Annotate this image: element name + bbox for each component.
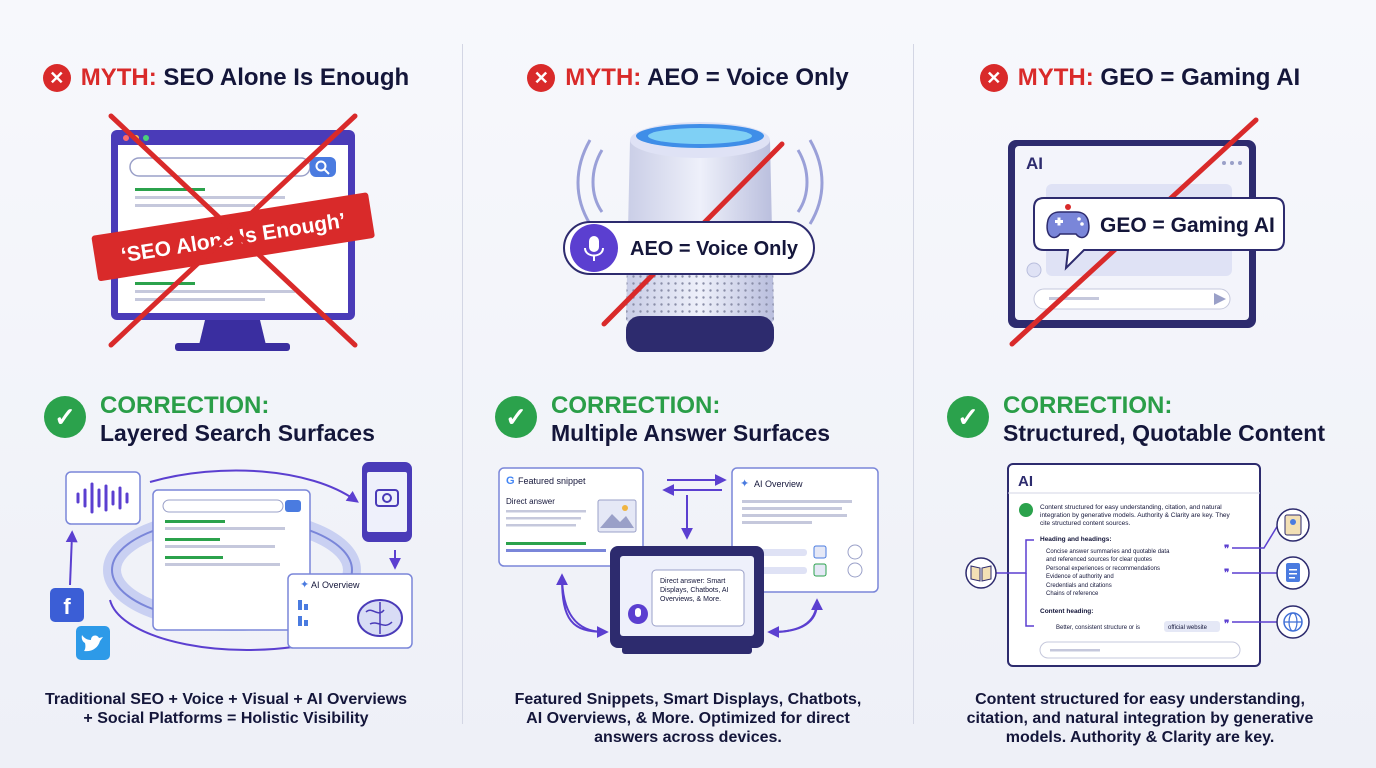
phone-camera-icon xyxy=(362,462,412,542)
google-doc-icon xyxy=(1276,556,1310,590)
myth-heading: ✕ MYTH: SEO Alone Is Enough xyxy=(0,64,452,92)
correction-label: CORRECTION: xyxy=(1003,392,1173,419)
twitter-icon xyxy=(76,626,110,660)
column-aeo: ✕ MYTH: AEO = Voice Only xyxy=(462,0,914,768)
column-divider xyxy=(913,44,914,724)
myth-text: AEO = Voice Only xyxy=(647,64,849,91)
summary-text: Content structured for easy understandin… xyxy=(914,690,1366,747)
answer-surfaces-diagram: G Featured snippet Direct answer ✦ AI Ov… xyxy=(498,467,879,654)
check-circle-icon: ✓ xyxy=(947,396,989,438)
myth-text: SEO Alone Is Enough xyxy=(163,64,410,91)
summary-line: Featured Snippets, Smart Displays, Chatb… xyxy=(514,691,862,708)
layered-surfaces-diagram: ✦ AI Overview f xyxy=(50,462,413,660)
correction-heading: ✓ CORRECTION: Multiple Answer Surfaces xyxy=(495,392,830,447)
summary-line: citation, and natural integration by gen… xyxy=(966,710,1314,727)
featured-snippet-card: G Featured snippet Direct answer xyxy=(498,467,644,567)
column-geo: ✕ MYTH: GEO = Gaming AI AI GEO = Gaming … xyxy=(914,0,1366,768)
display-text-line: Displays, Chatbots, AI xyxy=(660,587,729,594)
search-results-card xyxy=(152,489,311,631)
facebook-icon: f xyxy=(50,588,84,622)
summary-line: + Social Platforms = Holistic Visibility xyxy=(83,710,369,727)
bullet-line: Evidence of authority and xyxy=(1046,574,1114,580)
column-divider xyxy=(462,44,463,724)
window-label: AI xyxy=(1026,154,1043,173)
brain-icon xyxy=(357,599,403,637)
ai-overview-label: AI Overview xyxy=(754,479,803,489)
bullet-line: and referenced sources for clear quotes xyxy=(1046,557,1152,563)
x-circle-icon: ✕ xyxy=(527,64,556,92)
summary-line: answers across devices. xyxy=(594,729,782,746)
bubble-text: GEO = Gaming AI xyxy=(1100,214,1275,237)
correction-label: CORRECTION: xyxy=(100,392,270,419)
quote-icon: ❞ xyxy=(1224,619,1229,630)
seo-monitor-illustration: ‘SEO Alone Is Enough’ xyxy=(91,113,375,351)
send-icon xyxy=(1214,293,1226,305)
voice-bubble: AEO = Voice Only xyxy=(563,221,815,275)
bullet-line: Credentials and citations xyxy=(1046,583,1112,589)
g-logo-icon: G xyxy=(506,475,515,487)
bullet-line: Chains of reference xyxy=(1046,591,1099,597)
correction-text: Layered Search Surfaces xyxy=(100,420,375,446)
book-icon xyxy=(965,557,997,589)
summary-line: Content structured for easy understandin… xyxy=(975,691,1305,708)
quote-icon: ❞ xyxy=(1224,568,1229,579)
game-controller-icon xyxy=(1046,204,1090,239)
column-seo: ✕ MYTH: SEO Alone Is Enough ‘SEO Alone I… xyxy=(0,0,452,768)
sparkle-icon: ✦ xyxy=(300,579,309,591)
document-profile-icon xyxy=(1276,508,1310,542)
bubble-text: AEO = Voice Only xyxy=(630,238,799,260)
myth-label: MYTH: xyxy=(1017,64,1094,91)
direct-answer-label: Direct answer xyxy=(506,497,555,506)
myth-label: MYTH: xyxy=(80,64,157,91)
myth-label: MYTH: xyxy=(565,64,642,91)
ai-overview-card: ✦ AI Overview xyxy=(287,573,413,649)
check-circle-icon: ✓ xyxy=(495,396,537,438)
summary-text: Featured Snippets, Smart Displays, Chatb… xyxy=(462,690,914,747)
structured-content-window: AI Content structured for easy understan… xyxy=(1007,463,1261,667)
globe-icon xyxy=(1276,605,1310,639)
correction-heading: ✓ CORRECTION: Structured, Quotable Conte… xyxy=(947,392,1325,447)
voice-waveform-card xyxy=(65,471,141,525)
intro-line: cite structured content sources. xyxy=(1040,520,1131,527)
bullet-line: Concise answer summaries and quotable da… xyxy=(1046,549,1170,555)
structured-content-diagram: AI Content structured for easy understan… xyxy=(965,463,1310,667)
x-circle-icon: ✕ xyxy=(42,64,71,92)
gaming-bubble: GEO = Gaming AI xyxy=(1033,197,1285,271)
correction-text: Multiple Answer Surfaces xyxy=(551,420,831,446)
quote-icon: ❞ xyxy=(1224,544,1229,555)
intro-line: Content structured for easy understandin… xyxy=(1040,504,1222,511)
cross-out-mark xyxy=(108,113,358,348)
microphone-icon xyxy=(584,236,604,261)
content-heading: Heading and headings: xyxy=(1040,536,1112,543)
official-website-chip: official website xyxy=(1168,625,1208,631)
svg-text:f: f xyxy=(63,594,71,619)
myth-text: GEO = Gaming AI xyxy=(1100,64,1301,91)
summary-line: Traditional SEO + Voice + Visual + AI Ov… xyxy=(44,691,408,708)
correction-heading: ✓ CORRECTION: Layered Search Surfaces xyxy=(44,392,375,447)
correction-text: Structured, Quotable Content xyxy=(1003,420,1325,446)
check-circle-icon: ✓ xyxy=(44,396,86,438)
display-text-line: Direct answer: Smart xyxy=(660,578,725,585)
footer-text: Better, consistent structure or is xyxy=(1056,625,1140,631)
ai-overview-label: AI Overview xyxy=(311,580,360,590)
featured-snippet-label: Featured snippet xyxy=(518,476,586,486)
display-text-line: Overviews, & More. xyxy=(660,596,721,603)
summary-line: models. Authority & Clarity are key. xyxy=(1005,729,1275,746)
intro-line: integration by generative models. Author… xyxy=(1040,512,1231,519)
window-label: AI xyxy=(1018,473,1033,490)
myth-heading: ✕ MYTH: AEO = Voice Only xyxy=(462,64,914,92)
correction-label: CORRECTION: xyxy=(551,392,721,419)
image-placeholder-icon xyxy=(597,499,637,533)
chat-logo-icon xyxy=(1019,503,1033,517)
summary-text: Traditional SEO + Voice + Visual + AI Ov… xyxy=(0,690,452,728)
myth-heading: ✕ MYTH: GEO = Gaming AI xyxy=(914,64,1366,92)
content-heading: Content heading: xyxy=(1040,608,1093,615)
smart-speaker-illustration: AEO = Voice Only xyxy=(563,122,824,352)
smart-display-icon: Direct answer: Smart Displays, Chatbots,… xyxy=(610,546,764,654)
x-circle-icon: ✕ xyxy=(979,64,1008,92)
summary-line: AI Overviews, & More. Optimized for dire… xyxy=(526,710,850,727)
sparkle-icon: ✦ xyxy=(740,478,749,490)
bullet-line: Personal experiences or recommendations xyxy=(1046,566,1160,572)
ai-chat-illustration: AI GEO = Gaming AI xyxy=(1008,117,1285,347)
